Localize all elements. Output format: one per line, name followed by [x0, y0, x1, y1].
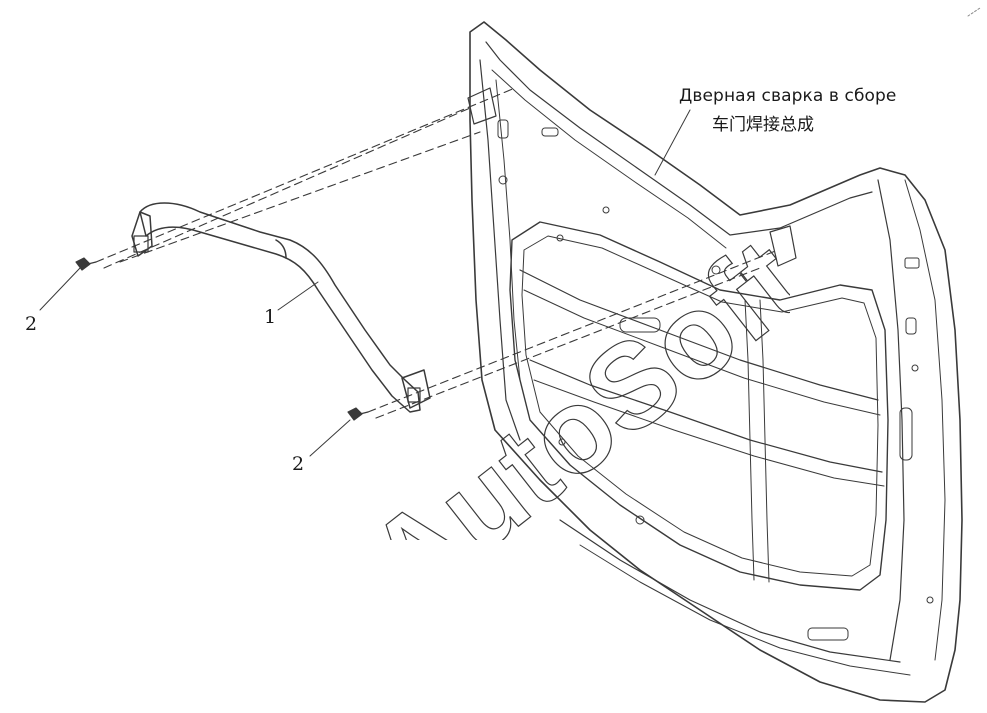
door-outer-edge	[469, 21, 963, 703]
door-slot-6	[807, 627, 849, 641]
door-hole-2	[602, 206, 610, 214]
grab-handle-bottom-clip	[407, 387, 421, 403]
door-hole-7	[635, 515, 645, 525]
screw-top	[75, 257, 97, 271]
leader-lines	[39, 109, 691, 457]
door-hole-6	[558, 438, 566, 446]
door-right-pillar-outer	[904, 179, 946, 661]
door-center-stiffener	[744, 299, 755, 581]
assembly-line-bottom-1	[367, 249, 779, 413]
callout-part-2-top: 2	[25, 313, 38, 335]
assembly-line-top-2	[103, 107, 471, 269]
assembly-lines	[95, 87, 779, 419]
door-beam-upper	[519, 269, 879, 401]
door-hole-1	[498, 175, 508, 185]
door-hole-4	[556, 234, 564, 242]
grab-handle-bottom-end	[401, 369, 431, 409]
door-upper-flange-2	[491, 69, 727, 249]
leader-assembly	[654, 109, 691, 176]
door-slot-3	[904, 257, 920, 269]
watermark-text: AutoSoft	[344, 213, 790, 540]
door-bottom-sill	[559, 519, 901, 663]
door-left-pillar-inner	[495, 79, 521, 381]
callout-part-1: 1	[264, 306, 277, 328]
door-beam-upper-2	[523, 289, 881, 416]
assembly-line-top-3	[119, 131, 481, 263]
assembly-label-chinese: 车门焊接总成	[712, 115, 814, 135]
door-beam-lower-2	[533, 379, 885, 487]
door-beam-lower	[529, 359, 883, 473]
door-hole-3	[711, 265, 721, 275]
corner-mark	[967, 7, 981, 17]
door-slot-7	[619, 317, 661, 333]
door-left-pillar	[479, 59, 521, 441]
door-hole-8	[926, 596, 934, 604]
leader-part-1	[277, 281, 319, 311]
door-right-pillar	[877, 179, 905, 661]
door-inner-opening-lip	[521, 235, 879, 577]
door-slot-2	[541, 127, 559, 137]
callout-part-2-bottom: 2	[292, 453, 305, 475]
assembly-line-top-1	[95, 87, 516, 263]
door-slot-5	[905, 317, 917, 335]
door-mount-tab	[467, 87, 497, 125]
assembly-label-russian: Дверная сварка в сборе	[679, 86, 897, 106]
door-bottom-sill-2	[579, 544, 911, 676]
door-panel	[467, 21, 963, 703]
door-hole-5	[911, 364, 919, 372]
door-inner-opening	[509, 221, 889, 591]
door-slot-4	[899, 407, 913, 461]
door-hinge-bracket	[769, 225, 797, 267]
leader-part-2-bottom	[309, 419, 351, 457]
watermark-logo: AutoSoft	[344, 213, 790, 540]
grab-handle-top-end	[131, 211, 153, 257]
leader-part-2-top	[39, 267, 81, 311]
grab-handle-grip-joint	[275, 239, 287, 259]
door-slot-1	[497, 119, 509, 139]
screw-bottom	[347, 407, 369, 421]
assembly-line-bottom-2	[375, 267, 761, 419]
door-upper-flange	[485, 41, 873, 236]
door-center-stiffener-2	[759, 299, 770, 583]
